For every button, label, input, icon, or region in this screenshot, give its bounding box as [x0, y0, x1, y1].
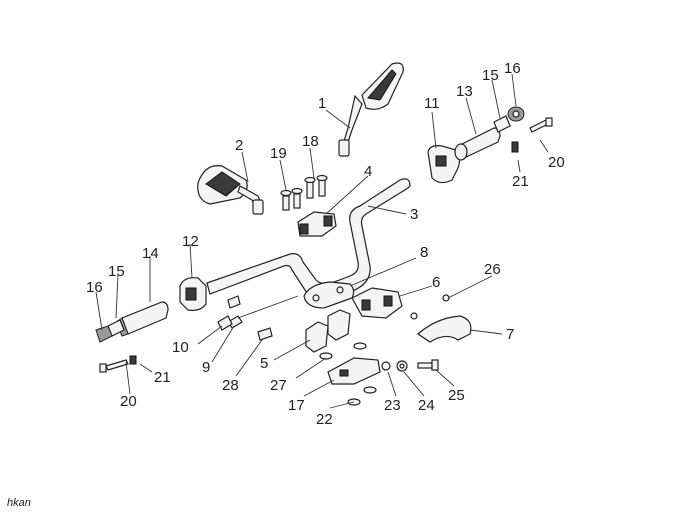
part-27-washers [319, 342, 367, 360]
callout-20: 20 [548, 154, 565, 171]
callout-20-left: 20 [120, 393, 137, 410]
callout-2: 2 [235, 137, 243, 154]
part-17-base-plate [327, 357, 381, 385]
part-25-bolt [417, 359, 439, 371]
callout-19: 19 [270, 145, 287, 162]
part-21-left-spacer [129, 355, 137, 365]
callout-21: 21 [512, 173, 529, 190]
footer-credit: hkan [7, 497, 31, 509]
part-15-right-bar-weight [493, 115, 511, 133]
callout-1: 1 [318, 95, 326, 112]
part-23-nut [381, 361, 391, 371]
callout-22: 22 [316, 411, 333, 428]
part-16-right-end-cap [507, 106, 525, 122]
part-21-right-spacer [511, 141, 519, 153]
callout-17: 17 [288, 397, 305, 414]
callout-12: 12 [182, 233, 199, 250]
part-26-screws [410, 294, 450, 320]
callout-6: 6 [432, 274, 440, 291]
part-13-throttle-grip [454, 127, 501, 161]
part-19-bolts [280, 187, 303, 211]
part-14-left-grip [115, 301, 169, 337]
callout-25: 25 [448, 387, 465, 404]
callout-7: 7 [506, 326, 514, 343]
callout-8: 8 [420, 244, 428, 261]
callout-16: 16 [504, 60, 521, 77]
part-20-left-bolt [99, 359, 129, 373]
part-12-switch-housing [179, 277, 207, 311]
part-2-left-mirror [197, 165, 264, 215]
part-4-upper-clamp [297, 211, 337, 237]
part-1-right-mirror [338, 62, 404, 157]
part-28-clip [257, 327, 273, 341]
part-24-washer [396, 360, 408, 372]
part-16-left-end-cap [95, 325, 113, 343]
callout-24: 24 [418, 397, 435, 414]
callout-14: 14 [142, 245, 159, 262]
part-10-switch [217, 295, 241, 331]
part-9-switch [227, 295, 299, 329]
callout-28: 28 [222, 377, 239, 394]
callout-4: 4 [364, 163, 372, 180]
part-7-curved-bracket [417, 315, 472, 343]
part-8-bracket [303, 281, 355, 309]
callout-13: 13 [456, 83, 473, 100]
part-18-bolts [304, 174, 328, 199]
part-6-clamp-body [351, 287, 403, 319]
callout-3: 3 [410, 206, 418, 223]
callout-16-left: 16 [86, 279, 103, 296]
callout-27: 27 [270, 377, 287, 394]
callout-15-left: 15 [108, 263, 125, 280]
callout-18: 18 [302, 133, 319, 150]
leader-lines [95, 73, 549, 409]
callout-numbers: 1 2 3 4 5 6 7 8 9 10 11 12 13 14 15 16 1… [86, 60, 565, 428]
callout-23: 23 [384, 397, 401, 414]
callout-11: 11 [424, 95, 440, 112]
part-5-risers [305, 309, 351, 353]
part-20-right-bolt [529, 117, 553, 133]
callout-15: 15 [482, 67, 499, 84]
callout-5: 5 [260, 355, 268, 372]
callout-21-left: 21 [154, 369, 171, 386]
callout-10: 10 [172, 339, 189, 356]
callout-26: 26 [484, 261, 501, 278]
callout-9: 9 [202, 359, 210, 376]
